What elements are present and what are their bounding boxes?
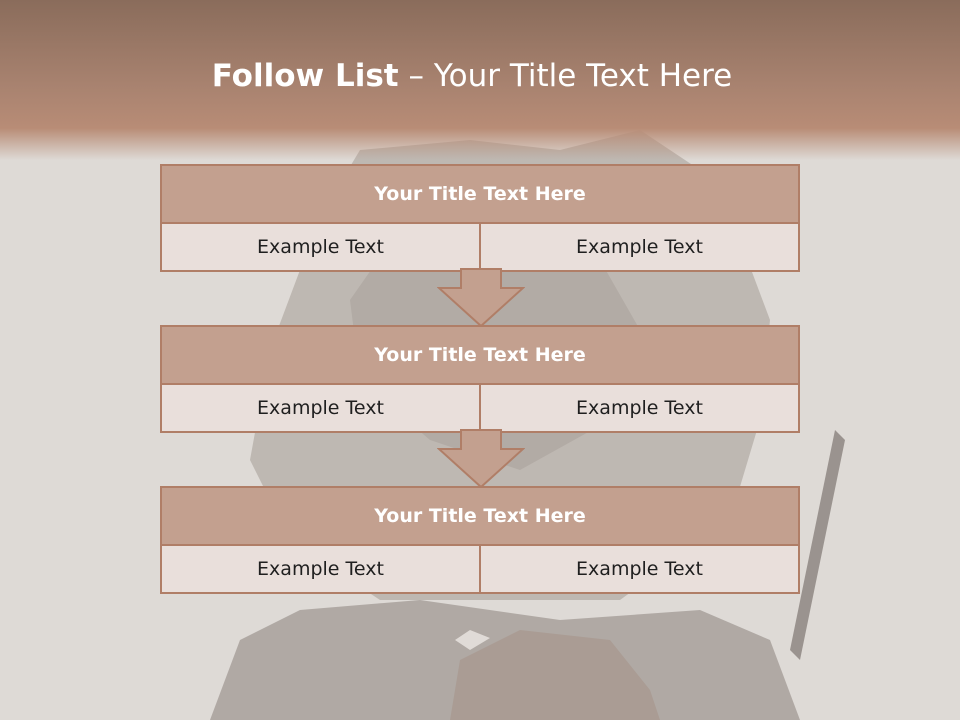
down-arrow-icon [437, 268, 525, 328]
block-cell-left: Example Text [162, 546, 479, 592]
block-title: Your Title Text Here [162, 488, 798, 546]
block-title: Your Title Text Here [162, 327, 798, 385]
block-cell-left: Example Text [162, 224, 479, 270]
list-block-3: Your Title Text Here Example Text Exampl… [160, 486, 800, 594]
list-block-1: Your Title Text Here Example Text Exampl… [160, 164, 800, 272]
block-cell-right: Example Text [479, 385, 798, 431]
block-cell-right: Example Text [479, 546, 798, 592]
block-cell-right: Example Text [479, 224, 798, 270]
slide-title: Follow List – Your Title Text Here [0, 52, 944, 100]
down-arrow-icon [437, 429, 525, 489]
block-row: Example Text Example Text [162, 385, 798, 431]
block-row: Example Text Example Text [162, 546, 798, 592]
slide-title-rest: – Your Title Text Here [398, 58, 733, 94]
title-bar [0, 0, 960, 160]
block-row: Example Text Example Text [162, 224, 798, 270]
slide-title-bold: Follow List [211, 58, 399, 94]
list-block-2: Your Title Text Here Example Text Exampl… [160, 325, 800, 433]
block-title: Your Title Text Here [162, 166, 798, 224]
block-cell-left: Example Text [162, 385, 479, 431]
